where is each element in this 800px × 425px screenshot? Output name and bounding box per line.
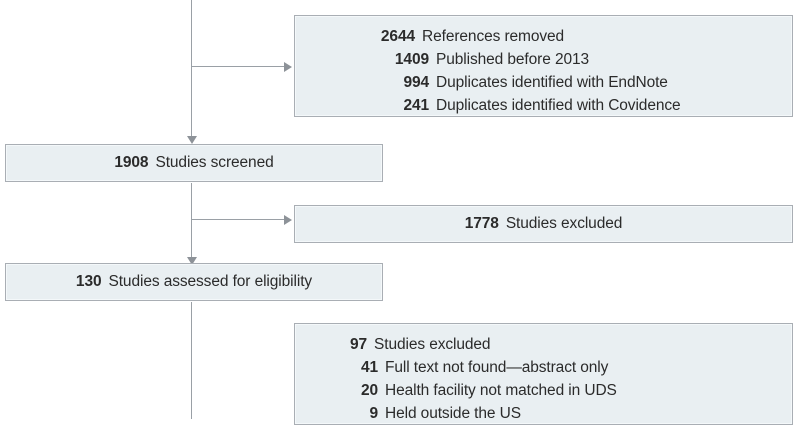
node-studies-screened: 1908 Studies screened: [5, 144, 383, 182]
flow-line-number: 2644: [380, 28, 415, 45]
arrowhead-down-studies-assessed: [187, 257, 197, 265]
arrowhead-right-studies-excluded: [284, 215, 292, 225]
flow-line-label: Duplicates identified with EndNote: [436, 74, 668, 91]
flow-line-number: 97: [349, 336, 367, 353]
node-studies-excluded-eligibility-lines: 97 Studies excluded 41 Full text not fou…: [295, 333, 792, 425]
flow-line-number: 994: [403, 74, 429, 91]
node-studies-assessed-line: 130 Studies assessed for eligibility: [6, 264, 382, 300]
flow-line-number: 130: [75, 273, 102, 290]
flow-line-number: 1908: [114, 154, 149, 171]
flow-line-label: Full text not found—abstract only: [385, 359, 609, 376]
flow-line: 1409 Published before 2013: [295, 48, 792, 71]
flow-line: 20 Health facility not matched in UDS: [295, 379, 792, 402]
node-references-removed-lines: 2644 References removed 1409 Published b…: [295, 25, 792, 117]
flow-line: 994 Duplicates identified with EndNote: [295, 71, 792, 94]
node-studies-assessed-for-eligibility: 130 Studies assessed for eligibility: [5, 263, 383, 301]
node-studies-excluded-screening-line: 1778 Studies excluded: [295, 206, 792, 242]
connector-branch-studies-excluded: [191, 219, 284, 220]
arrowhead-right-references-removed: [284, 62, 292, 72]
flow-line: 241 Duplicates identified with Covidence: [295, 94, 792, 117]
flow-line-number: 1409: [394, 51, 429, 68]
flow-line-label: References removed: [422, 28, 565, 45]
flow-line-label: Studies excluded: [505, 215, 623, 232]
flow-line-label: Published before 2013: [436, 51, 590, 68]
flow-line-number: 241: [403, 97, 429, 114]
flow-line: 9 Held outside the US: [295, 402, 792, 425]
node-studies-excluded-screening: 1778 Studies excluded: [294, 205, 793, 243]
connector-branch-references-removed: [191, 66, 284, 67]
flow-line-label: Health facility not matched in UDS: [385, 382, 617, 399]
node-references-removed: 2644 References removed 1409 Published b…: [294, 15, 793, 117]
flow-line: 41 Full text not found—abstract only: [295, 356, 792, 379]
flow-line-number: 20: [360, 382, 378, 399]
connector-trunk-bottom: [191, 302, 192, 419]
node-studies-excluded-eligibility: 97 Studies excluded 41 Full text not fou…: [294, 323, 793, 425]
flow-line-label: Duplicates identified with Covidence: [436, 97, 681, 114]
node-studies-screened-line: 1908 Studies screened: [6, 145, 382, 181]
connector-trunk-top: [191, 0, 192, 138]
flow-line: 97 Studies excluded: [295, 333, 792, 356]
flow-line-label: Studies excluded: [374, 336, 491, 353]
flow-line-label: Held outside the US: [385, 405, 521, 422]
connector-trunk-middle: [191, 183, 192, 259]
flow-line-number: 41: [360, 359, 378, 376]
arrowhead-down-studies-screened: [187, 136, 197, 144]
flow-line-number: 1778: [464, 215, 499, 232]
flow-line-number: 9: [369, 405, 378, 422]
flow-line-label: Studies assessed for eligibility: [108, 273, 313, 290]
flow-line: 2644 References removed: [295, 25, 792, 48]
flow-line-label: Studies screened: [155, 154, 274, 171]
